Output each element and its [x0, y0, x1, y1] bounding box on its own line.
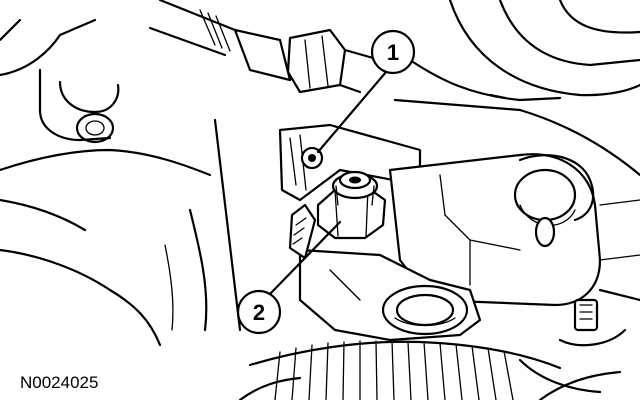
- callout-1: 1: [316, 29, 416, 154]
- right-upper-component: [393, 0, 640, 177]
- callout-2-leader: [268, 220, 342, 296]
- callout-1-number: 1: [387, 40, 399, 65]
- lower-bushing: [298, 248, 482, 342]
- lower-right-hardware: [558, 288, 640, 347]
- callout-2-circle: [236, 289, 282, 335]
- callout-2: 2: [236, 220, 342, 335]
- callout-1-leader: [316, 70, 388, 154]
- left-housing: [0, 18, 242, 347]
- nut-and-bolt: [288, 170, 387, 260]
- corrugated-boot: [238, 340, 622, 402]
- figure-id: N0024025: [20, 373, 98, 392]
- upper-shaft: [148, 0, 382, 94]
- callout-2-number: 2: [253, 300, 265, 325]
- bracket: [278, 123, 422, 202]
- callout-1-circle: [370, 29, 416, 75]
- linkage-arm: [388, 153, 640, 307]
